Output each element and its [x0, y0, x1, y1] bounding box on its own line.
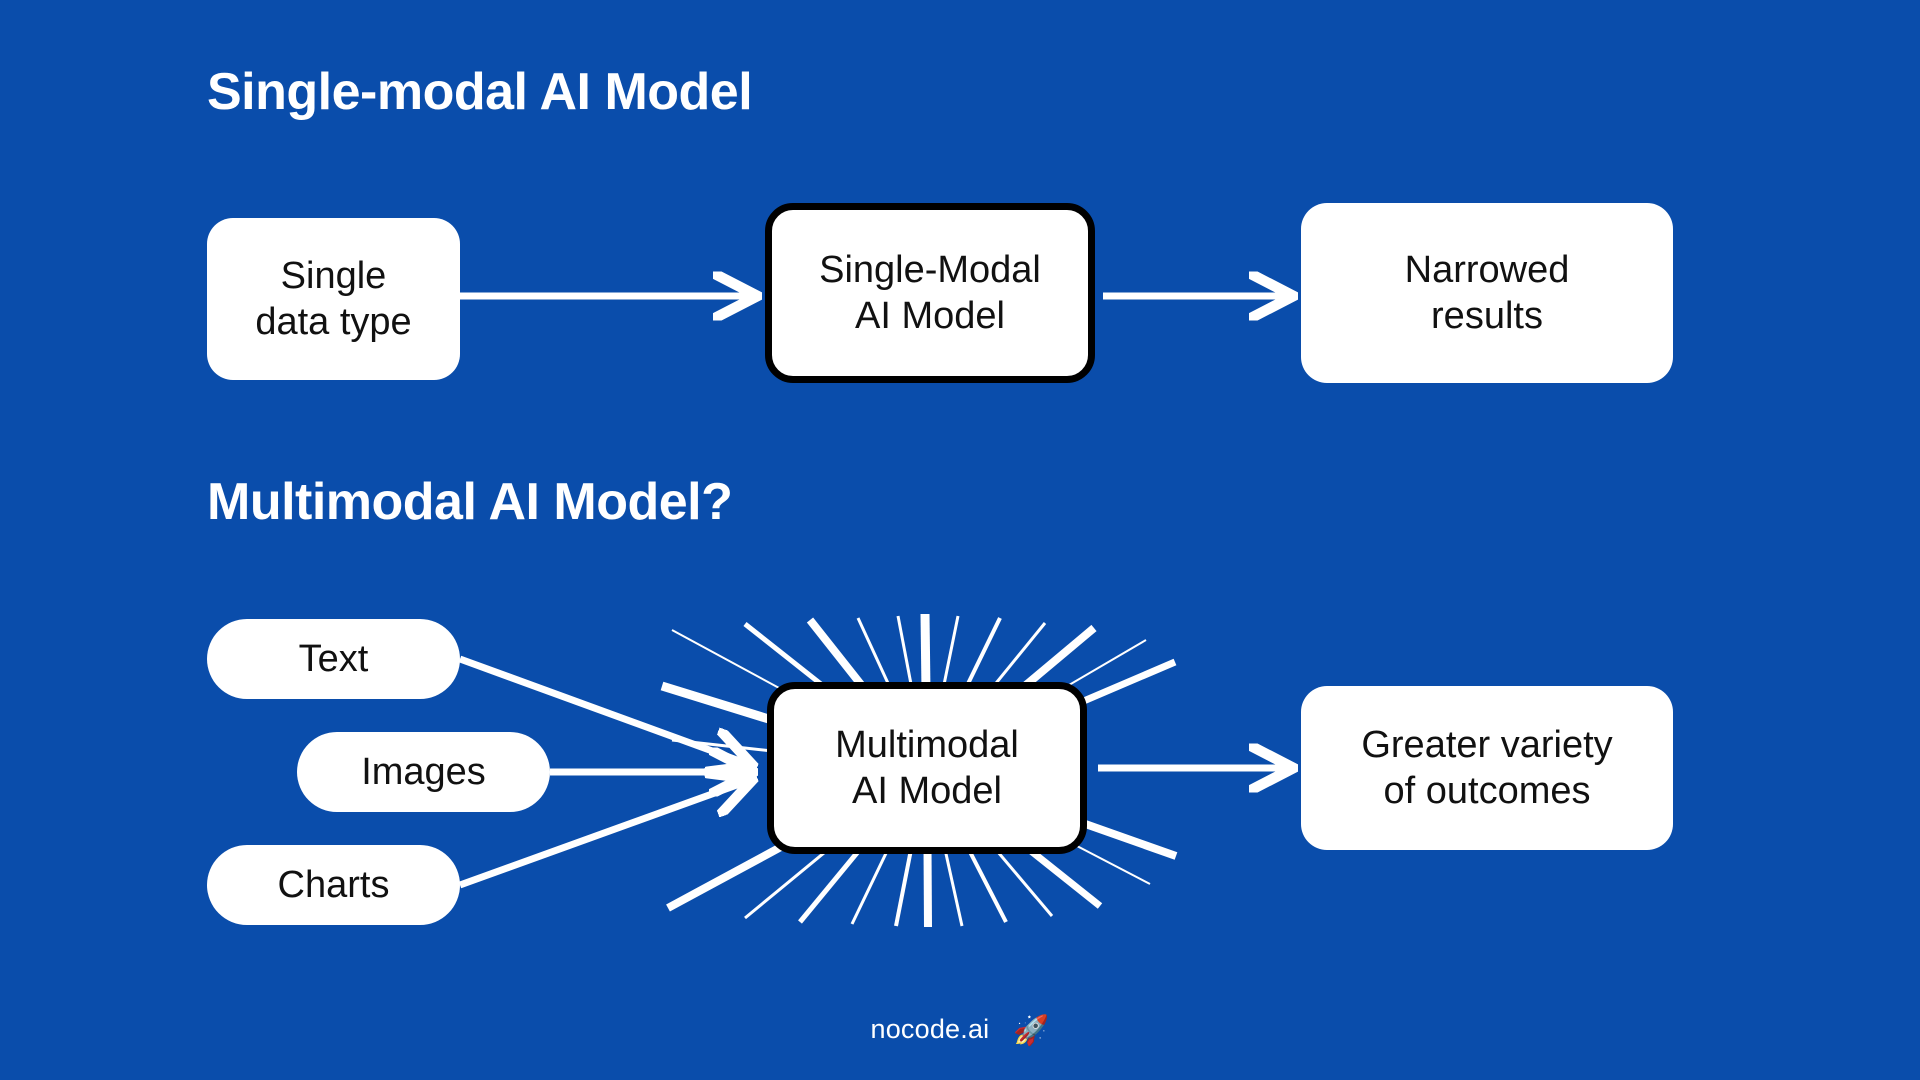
- node-narrowed-results: Narrowed results: [1301, 203, 1673, 383]
- node-narrowed-results-line2: results: [1431, 295, 1543, 337]
- node-multimodal-ai-model-label: Multimodal AI Model: [825, 722, 1029, 815]
- node-greater-variety-label: Greater variety of outcomes: [1351, 722, 1622, 815]
- node-single-modal-ai-model: Single-Modal AI Model: [765, 203, 1095, 383]
- node-input-text-label: Text: [298, 637, 369, 680]
- node-greater-variety-line2: of outcomes: [1383, 770, 1591, 812]
- node-input-charts: Charts: [207, 845, 460, 925]
- node-input-charts-label: Charts: [277, 863, 390, 906]
- footer: nocode.ai 🚀: [0, 1014, 1920, 1048]
- node-multimodal-ai-model-line2: AI Model: [852, 770, 1002, 812]
- node-single-modal-ai-model-line1: Single-Modal: [819, 248, 1041, 291]
- node-narrowed-results-line1: Narrowed: [1404, 248, 1570, 291]
- node-single-data-type-label: Single data type: [245, 253, 421, 346]
- node-input-text: Text: [207, 619, 460, 699]
- node-multimodal-ai-model-line1: Multimodal: [835, 723, 1019, 766]
- node-single-data-type-line2: data type: [255, 301, 412, 343]
- node-greater-variety-line1: Greater variety: [1361, 723, 1613, 766]
- node-single-data-type-line1: Single: [280, 254, 387, 297]
- footer-brand-label: nocode.ai: [870, 1014, 990, 1044]
- node-input-images: Images: [297, 732, 550, 812]
- node-single-data-type: Single data type: [207, 218, 460, 380]
- section-heading-single-modal: Single-modal AI Model: [207, 63, 753, 121]
- node-multimodal-ai-model: Multimodal AI Model: [767, 682, 1087, 854]
- node-narrowed-results-label: Narrowed results: [1395, 247, 1580, 340]
- node-input-images-label: Images: [361, 750, 486, 793]
- section-heading-multimodal: Multimodal AI Model?: [207, 473, 733, 531]
- node-single-modal-ai-model-line2: AI Model: [855, 295, 1005, 337]
- rocket-icon: 🚀: [1013, 1015, 1050, 1047]
- node-greater-variety-of-outcomes: Greater variety of outcomes: [1301, 686, 1673, 850]
- node-single-modal-ai-model-label: Single-Modal AI Model: [809, 247, 1051, 340]
